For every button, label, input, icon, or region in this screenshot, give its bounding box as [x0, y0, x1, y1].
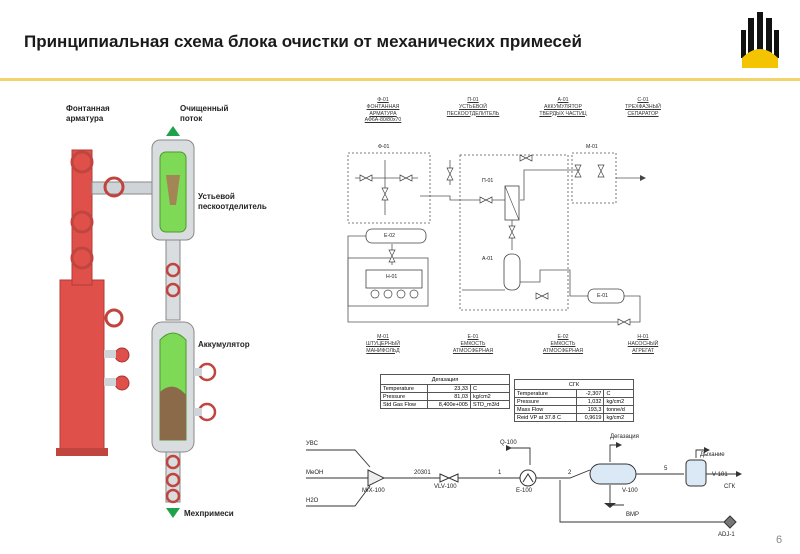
- desc-e01: ЕМКОСТЬ АТМОСФЕРНАЯ: [452, 341, 494, 354]
- stream-sgk: СГК: [724, 484, 736, 490]
- tag-a01: А-01: [557, 97, 569, 103]
- page-number: 6: [776, 534, 783, 546]
- stream-20301: 20301: [414, 470, 431, 476]
- box-label-h01: Н-01: [386, 274, 398, 280]
- tag-c01: С-01: [637, 97, 649, 103]
- label-clean-flow: Очищенный поток: [180, 104, 229, 123]
- unit-adj-1: ADJ-1: [718, 532, 735, 538]
- stream-uvs: УВС: [306, 441, 318, 447]
- desc-e02: ЕМКОСТЬ АТМОСФЕРНАЯ: [542, 341, 584, 354]
- title-underline: [0, 78, 800, 81]
- box-label-p01: П-01: [482, 178, 494, 184]
- desc-c01: ТРЕХФАЗНЫЙ СЕПАРАТОР: [625, 104, 661, 117]
- box-label-e02: Е-02: [384, 233, 395, 239]
- tag-h01: Н-01: [637, 334, 649, 340]
- desc-p01: УСТЬЕВОЙ ПЕСКООТДЕЛИТЕЛЬ: [446, 104, 500, 117]
- stream-h2o: H2O: [306, 498, 319, 504]
- tag-p01: П-01: [467, 97, 479, 103]
- box-label-m01: М-01: [586, 144, 598, 150]
- unit-e-100: E-100: [516, 488, 533, 494]
- stream-breath: Дыхание: [700, 452, 725, 458]
- unit-v-100: V-100: [622, 488, 638, 494]
- box-label-a01: А-01: [482, 256, 493, 262]
- stream-vmp: ВМР: [626, 512, 640, 518]
- desc-m01: ШТУЦЕРНЫЙ МАНИФОЛЬД: [365, 341, 401, 354]
- stream-degassing: Дегазация: [610, 434, 639, 440]
- slide-title: Принципиальная схема блока очистки от ме…: [24, 32, 582, 51]
- desc-h01: НАСОСНЫЙ АГРЕГАТ: [627, 341, 659, 354]
- desc-f01: ФОНТАННАЯ АРМАТУРА АФ6А-80/80х70: [364, 104, 402, 123]
- stream-1: 1: [498, 470, 502, 476]
- label-accumulator: Аккумулятор: [198, 340, 250, 349]
- tag-e01: Е-01: [467, 334, 479, 340]
- tag-m01: М-01: [377, 334, 389, 340]
- tag-e02: Е-02: [557, 334, 569, 340]
- box-label-e01: Е-01: [597, 293, 608, 299]
- label-fontan-armature: Фонтанная арматура: [66, 104, 110, 123]
- box-label-f01: Ф-01: [378, 144, 390, 150]
- stream-meoh: MeOH: [306, 470, 324, 476]
- label-sand-separator: Устьевой пескоотделитель: [198, 192, 267, 211]
- unit-mix-100: MIX-100: [362, 488, 385, 494]
- unit-v-101: V-101: [712, 472, 728, 478]
- desc-a01: АККУМУЛЯТОР ТВЕРДЫХ ЧАСТИЦ: [539, 104, 587, 117]
- tag-f01: Ф-01: [377, 97, 389, 103]
- unit-vlv-100: VLV-100: [434, 484, 457, 490]
- company-logo: [740, 12, 780, 70]
- stream-q-100: Q-100: [500, 440, 517, 446]
- stream-5: 5: [664, 466, 668, 472]
- stream-2: 2: [568, 470, 572, 476]
- label-impurities: Мехпримеси: [184, 509, 234, 518]
